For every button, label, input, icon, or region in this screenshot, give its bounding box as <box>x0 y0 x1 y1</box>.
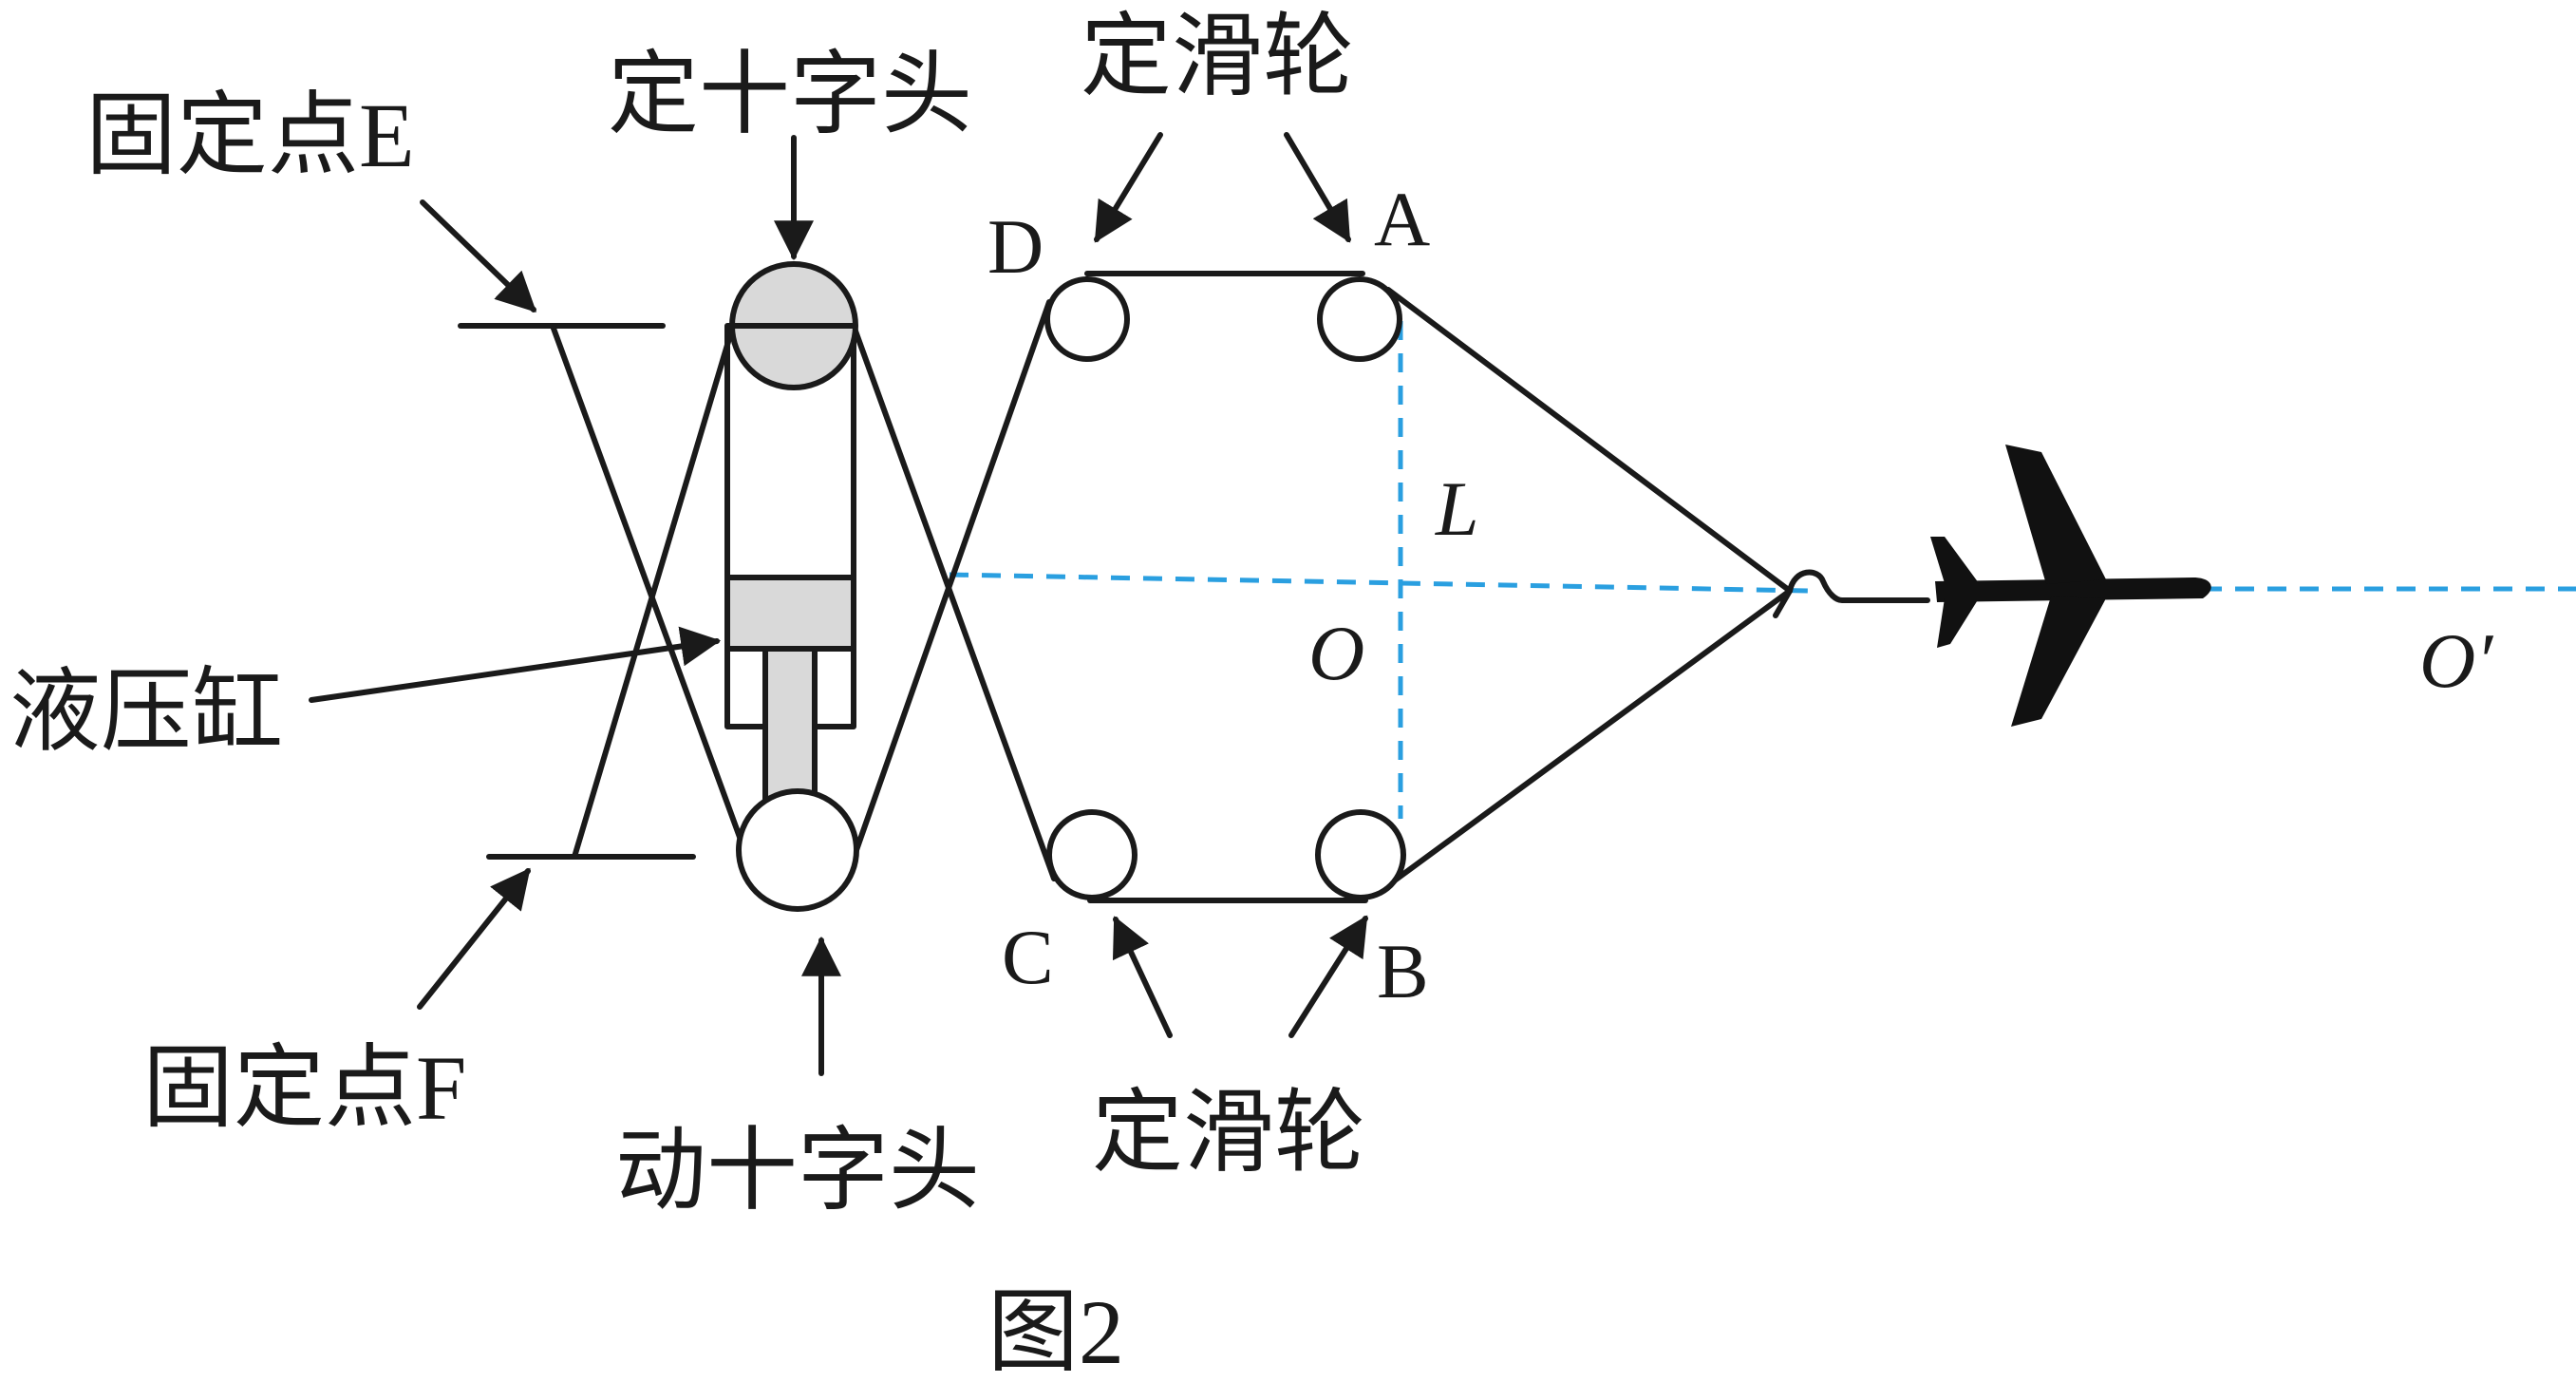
label-fixed-pulley-bottom: 定滑轮 <box>1092 1082 1365 1183</box>
label-point-a: A <box>1374 176 1430 262</box>
cylinder-piston <box>724 575 856 652</box>
label-fixed-cross-head: 定十字头 <box>608 44 972 145</box>
arresting-hook <box>1773 569 1930 618</box>
arrow-pulley-a <box>1284 132 1351 243</box>
label-point-c: C <box>1002 914 1054 1000</box>
arrow-fixed-point-f <box>417 867 531 1010</box>
arrow-pulley-d <box>1094 132 1163 243</box>
arrow-pulley-c <box>1112 916 1173 1038</box>
label-fixed-point-e: 固定点E <box>85 85 415 186</box>
label-fixed-point-f: 固定点F <box>142 1037 466 1139</box>
arrow-hydraulic-cylinder <box>309 626 722 703</box>
label-point-b: B <box>1377 928 1429 1014</box>
figure-caption: 图2 <box>987 1281 1124 1382</box>
label-point-o: O <box>1308 610 1364 696</box>
airplane-icon <box>1930 445 2211 727</box>
label-point-d: D <box>987 203 1044 290</box>
cable-e-to-moving-head <box>550 323 747 853</box>
arrow-pulley-b <box>1288 915 1368 1038</box>
cable-b-to-hook <box>1385 588 1793 888</box>
pulley-c <box>1046 809 1138 900</box>
label-moving-cross-head: 动十字头 <box>615 1120 980 1221</box>
cable-f-to-fixed-head <box>572 323 736 860</box>
arrow-fixed-point-e <box>420 199 537 312</box>
pulley-d <box>1044 276 1130 362</box>
label-hydraulic-cylinder: 液压缸 <box>9 661 283 763</box>
cable-fixed-head-to-c <box>851 323 1057 881</box>
moving-cross-head <box>736 788 859 912</box>
label-fixed-pulley-top: 定滑轮 <box>1081 6 1354 107</box>
cable-a-to-hook <box>1385 287 1793 594</box>
pulley-a <box>1317 276 1402 362</box>
pulley-b <box>1315 809 1406 900</box>
label-point-o-prime: O′ <box>2419 617 2493 704</box>
cable-moving-head-to-d <box>854 299 1052 853</box>
centerline-dashed <box>949 572 1810 594</box>
label-length-l: L <box>1435 465 1479 552</box>
